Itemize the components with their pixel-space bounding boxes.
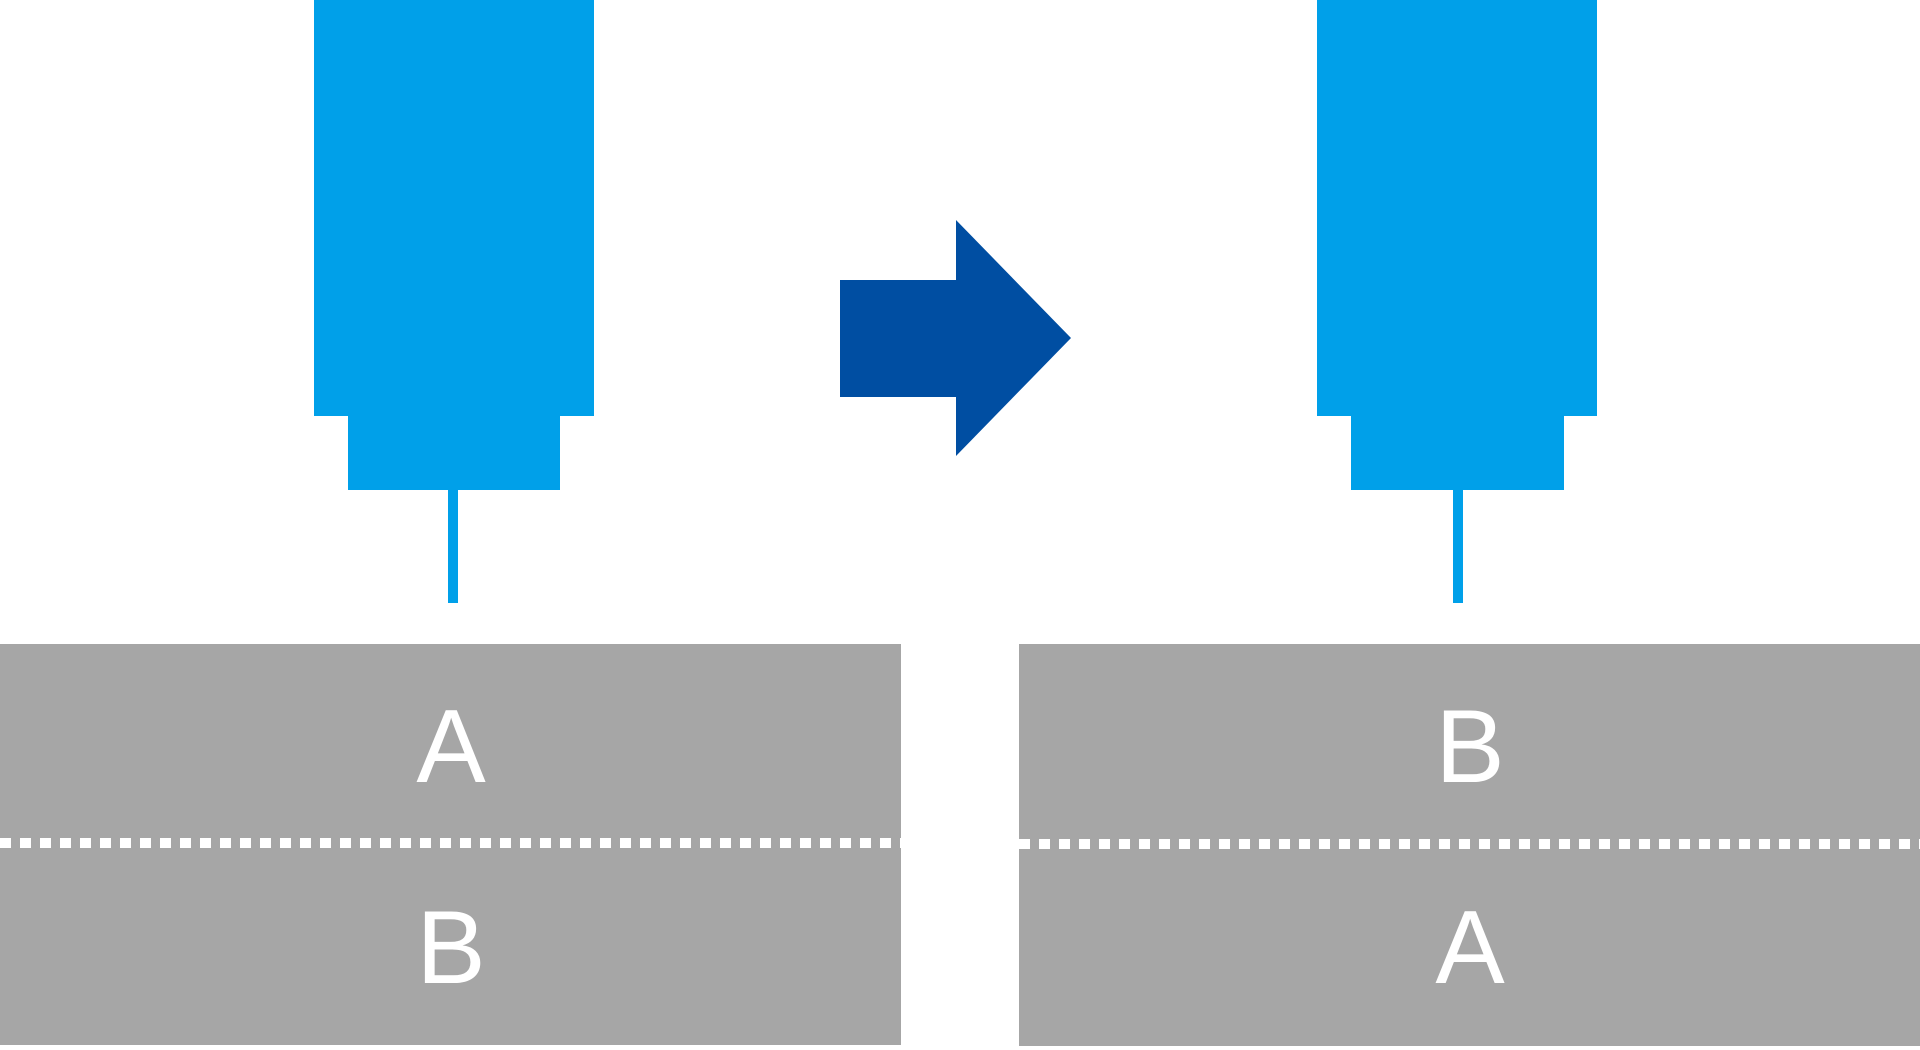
tool-right-nozzle <box>1351 414 1564 490</box>
tool-left-needle <box>448 488 458 603</box>
block-right-top-label: B <box>1435 689 1504 805</box>
tool-left-body <box>314 0 594 416</box>
tool-left-nozzle <box>348 414 560 490</box>
tool-left <box>314 0 594 603</box>
block-right-bottom-label: A <box>1435 890 1505 1006</box>
block-left-bottom-label: B <box>416 890 485 1006</box>
tool-right <box>1317 0 1597 603</box>
block-right: B A <box>1019 644 1920 1046</box>
block-left-top-label: A <box>416 689 486 805</box>
arrow-right-icon <box>840 220 1071 456</box>
block-left: A B <box>0 644 901 1045</box>
tool-right-needle <box>1453 488 1463 603</box>
tool-right-body <box>1317 0 1597 416</box>
